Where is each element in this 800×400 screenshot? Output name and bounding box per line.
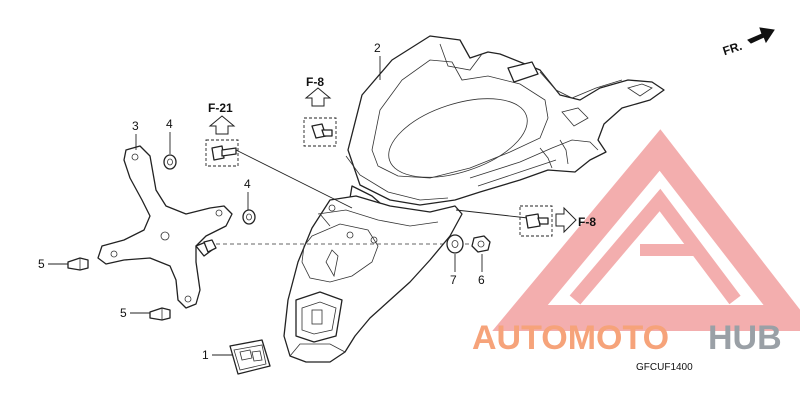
bolt-f8-top xyxy=(303,117,337,147)
callout-5-upper: 5 xyxy=(38,257,45,271)
callout-6: 6 xyxy=(478,273,485,287)
callout-1: 1 xyxy=(202,348,209,362)
front-arrow-icon xyxy=(747,27,775,44)
bracket-bolt xyxy=(203,239,217,253)
ref-f8-right: F-8 xyxy=(555,206,596,234)
ref-f8-top: F-8 xyxy=(304,75,332,107)
right-arrow-icon xyxy=(555,206,577,234)
rear-fender xyxy=(283,35,665,363)
license-plate-bracket xyxy=(97,145,233,309)
bolt-f21 xyxy=(205,139,239,167)
callout-2: 2 xyxy=(374,41,381,55)
callout-3: 3 xyxy=(132,119,139,133)
diagram-code: GFCUF1400 xyxy=(636,362,693,373)
watermark-text: AUTOMOTO HUB xyxy=(472,319,782,357)
ref-f8-top-label: F-8 xyxy=(306,75,324,89)
front-direction-label: FR. xyxy=(721,39,744,58)
ref-f21: F-21 xyxy=(208,101,236,135)
callout-7: 7 xyxy=(450,273,457,287)
callout-5-lower: 5 xyxy=(120,306,127,320)
grommet-7 xyxy=(446,234,464,254)
up-arrow-icon xyxy=(304,87,332,107)
screw-lower xyxy=(149,307,171,321)
callout-4-lower: 4 xyxy=(244,177,251,191)
watermark-text-part1: AUTOMOTO xyxy=(472,319,669,357)
watermark-text-part2: HUB xyxy=(708,319,782,357)
ref-f21-label: F-21 xyxy=(208,101,233,115)
washer-lower xyxy=(242,209,256,225)
watermark-logo xyxy=(492,129,800,331)
nut-6 xyxy=(471,235,491,253)
up-arrow-icon xyxy=(208,115,236,135)
reflector xyxy=(229,339,271,375)
screw-upper xyxy=(67,257,89,271)
washer-upper xyxy=(163,154,177,170)
front-direction-indicator: FR. xyxy=(721,27,775,58)
callout-4-upper: 4 xyxy=(166,117,173,131)
callouts: 2 3 4 4 5 5 1 7 6 xyxy=(38,41,485,362)
ref-f8-right-label: F-8 xyxy=(578,215,596,229)
bolt-f8-right xyxy=(519,205,553,237)
